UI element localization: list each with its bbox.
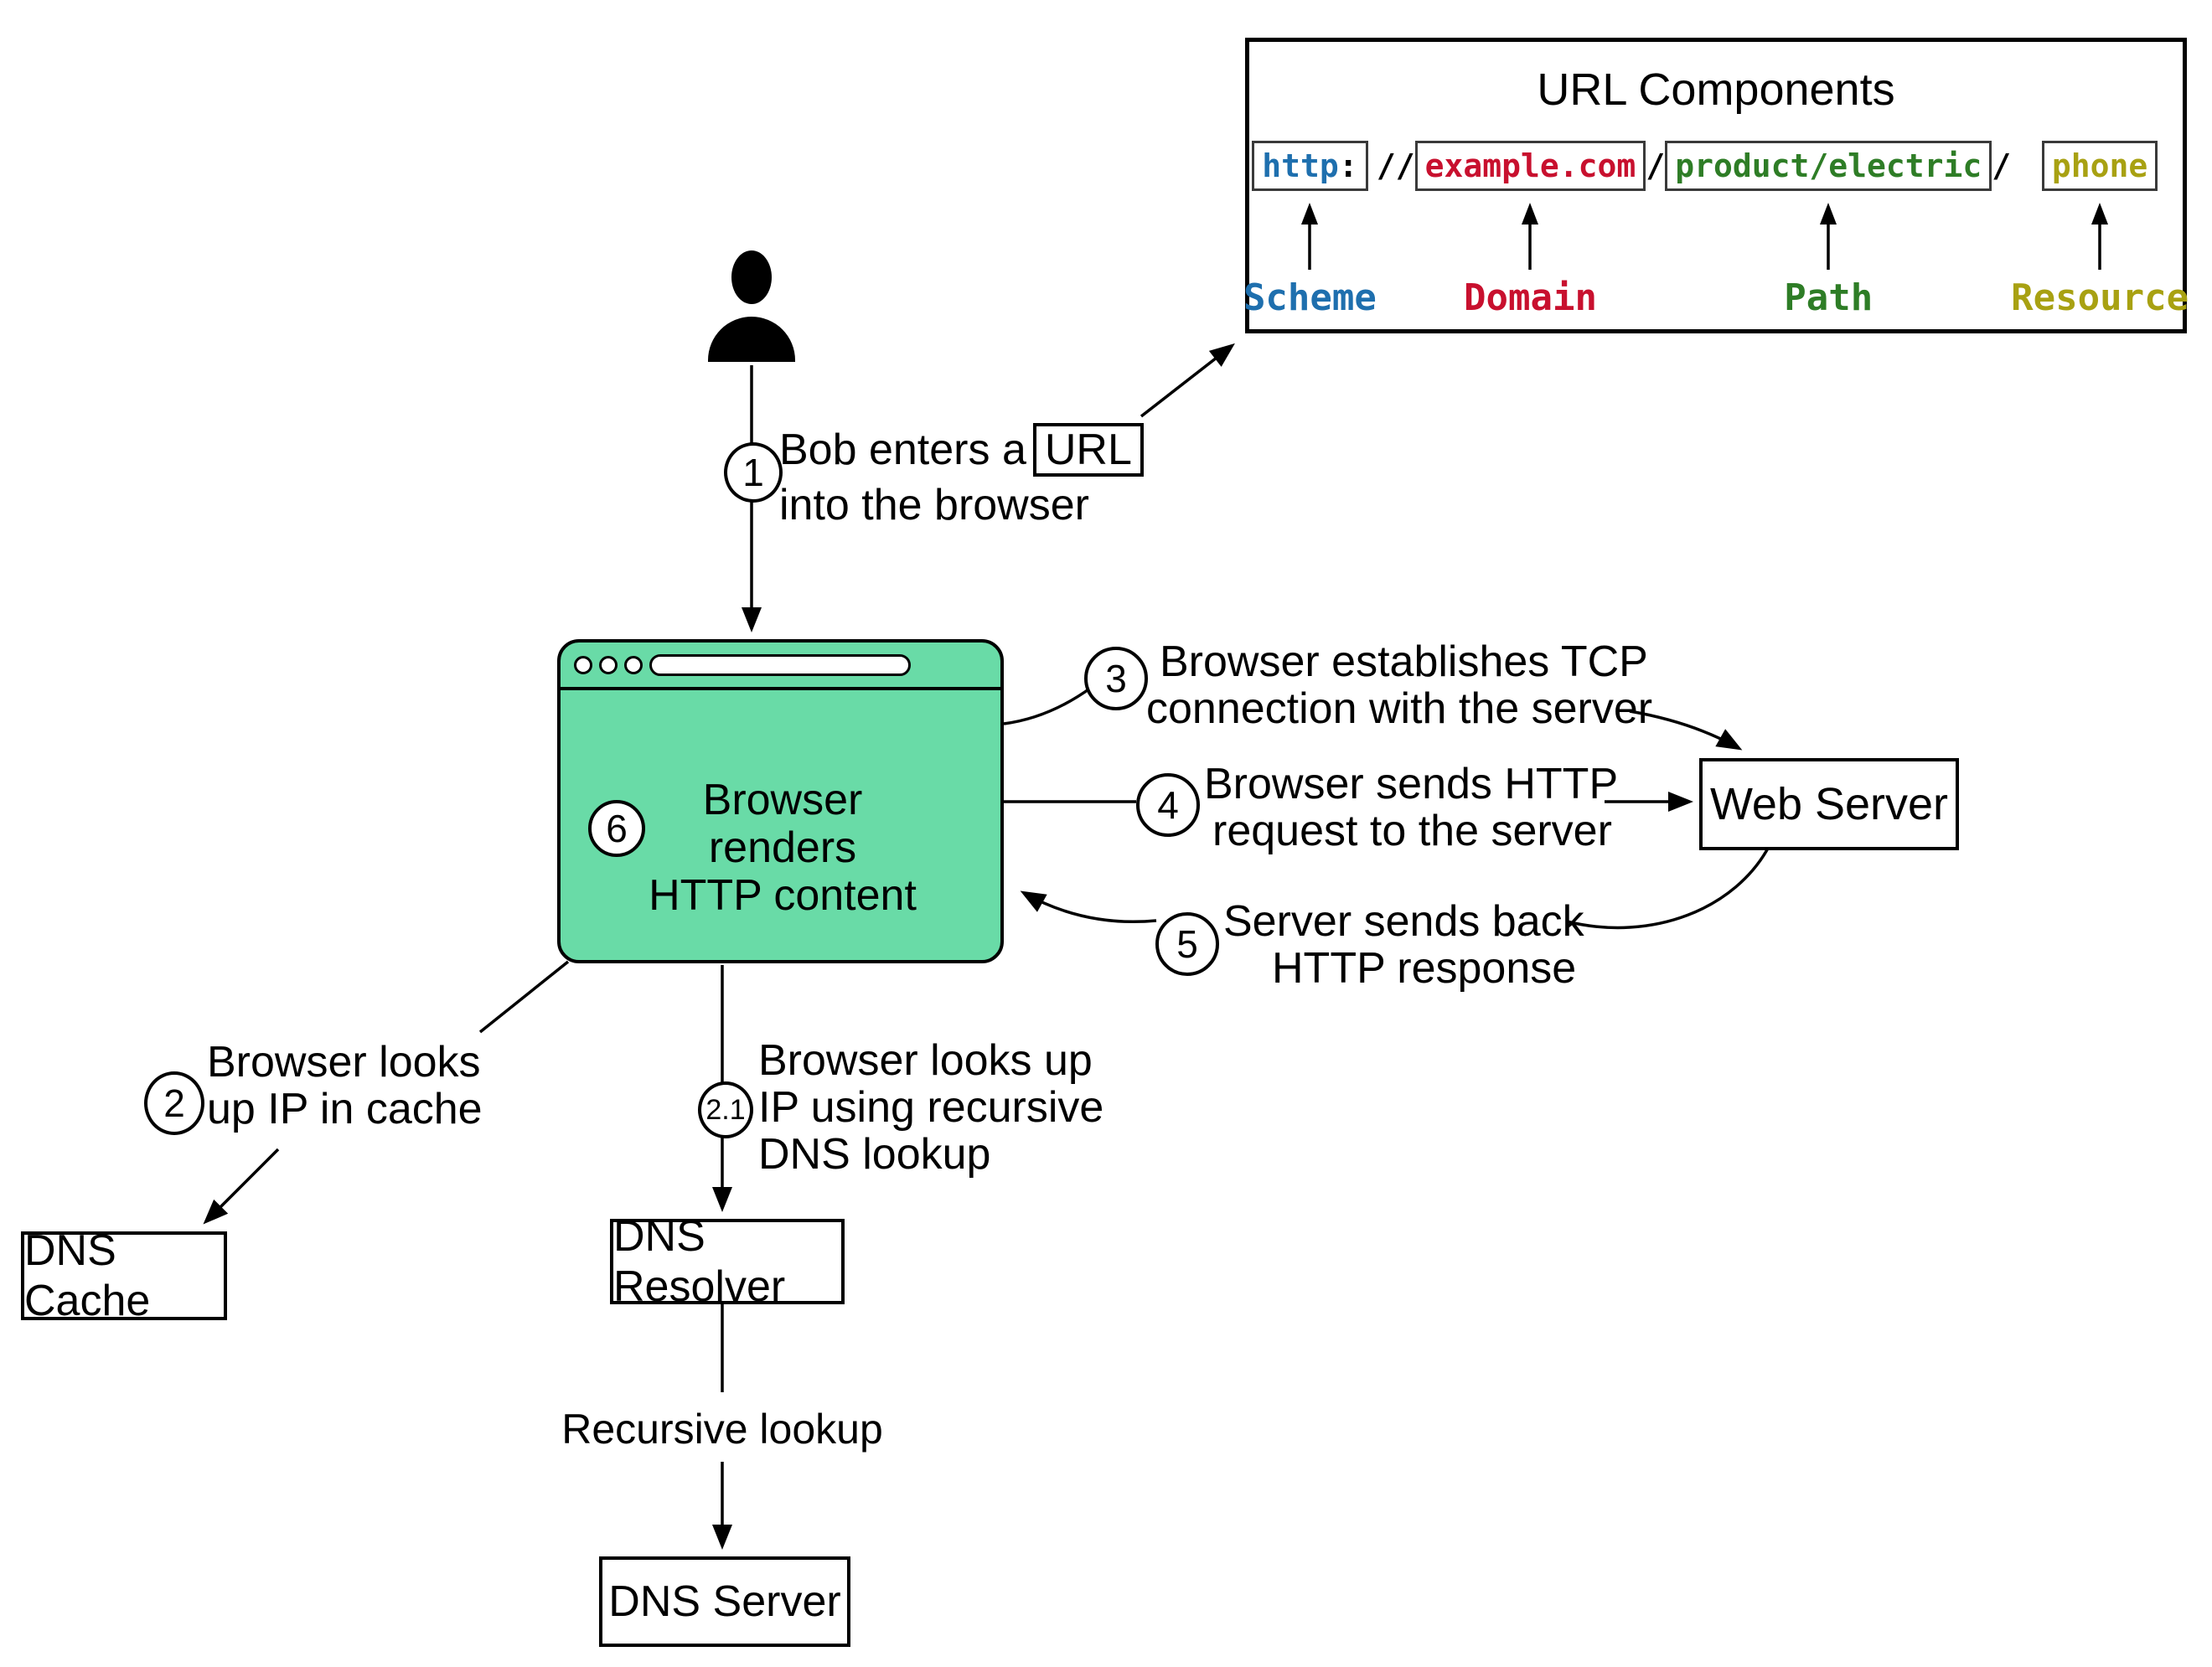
step-1-text: Bob enters a URL into the browser bbox=[779, 423, 1144, 529]
browser-window: 6 Browser renders HTTP content bbox=[557, 639, 1004, 963]
slash-1: / bbox=[1646, 147, 1666, 184]
step-6-line1: Browser renders bbox=[702, 776, 863, 872]
step-4-line2: request to the server bbox=[1212, 807, 1612, 855]
dns-server-label: DNS Server bbox=[608, 1577, 841, 1626]
recursive-lookup-label: Recursive lookup bbox=[561, 1406, 883, 1453]
web-server-node: Web Server bbox=[1699, 758, 1959, 850]
dns-cache-label: DNS Cache bbox=[24, 1226, 151, 1325]
double-slash: // bbox=[1376, 147, 1415, 184]
slash-2: / bbox=[1992, 147, 2012, 184]
panel-title: URL Components bbox=[1537, 65, 1895, 115]
step-6-text: Browser renders HTTP content bbox=[632, 777, 933, 920]
step-6-badge: 6 bbox=[588, 800, 645, 857]
step-3-badge: 3 bbox=[1084, 647, 1148, 710]
scheme-text: http bbox=[1262, 147, 1339, 184]
step-4-number: 4 bbox=[1157, 783, 1179, 827]
step-2-1-line1: Browser looks up bbox=[758, 1036, 1093, 1085]
url-segment-scheme: http: Scheme bbox=[1243, 141, 1377, 319]
step-5-text: Server sends back HTTP response bbox=[1223, 898, 1584, 992]
step-2-badge: 2 bbox=[144, 1071, 204, 1135]
url-segment-path: product/electric Path bbox=[1665, 141, 1992, 319]
domain-text: example.com bbox=[1424, 147, 1636, 184]
domain-box: example.com bbox=[1414, 141, 1646, 191]
step-3-number: 3 bbox=[1105, 657, 1127, 700]
step-2-text: Browser looks up IP in cache bbox=[207, 1039, 483, 1133]
scheme-label: Scheme bbox=[1243, 276, 1377, 319]
step-2-1-badge: 2.1 bbox=[698, 1081, 753, 1138]
window-dot-icon bbox=[624, 656, 643, 674]
url-components-panel: URL Components http: Scheme // example.c… bbox=[1243, 38, 2189, 333]
path-pointer-icon bbox=[1820, 203, 1837, 270]
curve-web-server-to-step5 bbox=[1566, 844, 1771, 930]
person-icon-body bbox=[708, 317, 795, 362]
step-1-line2: into the browser bbox=[779, 481, 1089, 529]
dns-server-node: DNS Server bbox=[599, 1556, 850, 1647]
domain-pointer-icon bbox=[1522, 203, 1539, 270]
step-2-line1: Browser looks bbox=[207, 1038, 481, 1086]
dns-resolver-node: DNS Resolver bbox=[610, 1212, 845, 1311]
url-segment-resource: phone Resource bbox=[2011, 141, 2189, 319]
resource-pointer-icon bbox=[2091, 203, 2109, 270]
step-4-line1: Browser sends HTTP bbox=[1204, 760, 1619, 808]
step-5-line2: HTTP response bbox=[1272, 944, 1577, 993]
step-4-badge: 4 bbox=[1136, 773, 1200, 837]
step-2-line2: up IP in cache bbox=[207, 1085, 483, 1133]
path-text: product/electric bbox=[1675, 147, 1982, 184]
scheme-box: http: bbox=[1252, 141, 1368, 191]
scheme-pointer-icon bbox=[1301, 203, 1319, 270]
step-5-line1: Server sends back bbox=[1223, 897, 1584, 946]
window-dot-icon bbox=[574, 656, 592, 674]
step-2-1-line2: IP using recursive bbox=[758, 1083, 1104, 1132]
step-1-number: 1 bbox=[742, 451, 764, 494]
url-row: http: Scheme // example.com Domain bbox=[1243, 141, 2189, 319]
colon-text: : bbox=[1338, 147, 1358, 184]
step-3-text: Browser establishes TCP connection with … bbox=[1146, 638, 1652, 732]
web-server-label: Web Server bbox=[1709, 779, 1949, 829]
resource-box: phone bbox=[2041, 141, 2158, 191]
resource-text: phone bbox=[2051, 147, 2148, 184]
browser-toolbar bbox=[561, 643, 1000, 690]
step-1-badge: 1 bbox=[724, 442, 783, 503]
dns-resolver-label: DNS Resolver bbox=[613, 1212, 786, 1311]
step-1-line1: Bob enters a bbox=[779, 426, 1026, 474]
arrow-step2-to-dns-cache bbox=[203, 1148, 280, 1225]
path-box: product/electric bbox=[1665, 141, 1992, 191]
step-5-badge: 5 bbox=[1155, 912, 1219, 976]
step-3-line1: Browser establishes TCP bbox=[1160, 637, 1648, 686]
line-browser-to-step3 bbox=[1003, 686, 1093, 725]
step-6-number: 6 bbox=[606, 807, 628, 850]
step-6-line2: HTTP content bbox=[649, 871, 917, 920]
step-3-line2: connection with the server bbox=[1146, 684, 1653, 733]
step-2-1-number: 2.1 bbox=[705, 1093, 746, 1126]
resource-label: Resource bbox=[2011, 276, 2189, 319]
window-dot-icon bbox=[599, 656, 618, 674]
url-chip: URL bbox=[1032, 423, 1144, 477]
step-2-1-line3: DNS lookup bbox=[758, 1130, 991, 1179]
line-browser-to-step2 bbox=[478, 960, 570, 1034]
dns-cache-node: DNS Cache bbox=[21, 1226, 227, 1325]
step-2-number: 2 bbox=[163, 1081, 185, 1125]
url-segment-domain: example.com Domain bbox=[1414, 141, 1646, 319]
address-bar bbox=[649, 654, 911, 676]
person-icon bbox=[731, 250, 772, 304]
arrow-url-to-panel bbox=[1140, 343, 1235, 418]
path-label: Path bbox=[1784, 276, 1873, 319]
arrow-step5-to-browser bbox=[1020, 890, 1157, 924]
step-2-1-text: Browser looks up IP using recursive DNS … bbox=[758, 1037, 1103, 1178]
step-5-number: 5 bbox=[1176, 922, 1198, 966]
domain-label: Domain bbox=[1464, 276, 1597, 319]
step-4-text: Browser sends HTTP request to the server bbox=[1204, 761, 1618, 854]
